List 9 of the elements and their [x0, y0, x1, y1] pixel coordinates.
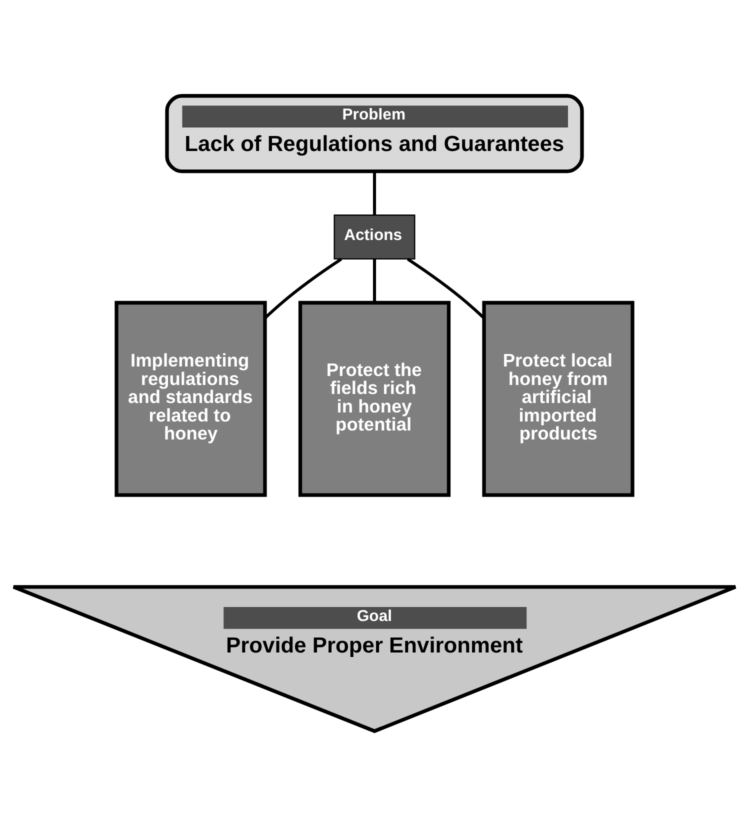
node-box: Actions — [334, 214, 416, 260]
connector — [372, 258, 376, 302]
connector — [406, 257, 485, 318]
connector — [372, 171, 376, 214]
node-box: Protect the fields rich in honey potential — [298, 300, 451, 496]
node-box: Protect local honey from artificial imported products — [482, 300, 634, 496]
node-box: Implementing regulations and standards related to honey — [114, 300, 267, 496]
connector — [264, 257, 342, 318]
node-box: Problem Lack of Regulations and Guarantees — [165, 94, 584, 173]
